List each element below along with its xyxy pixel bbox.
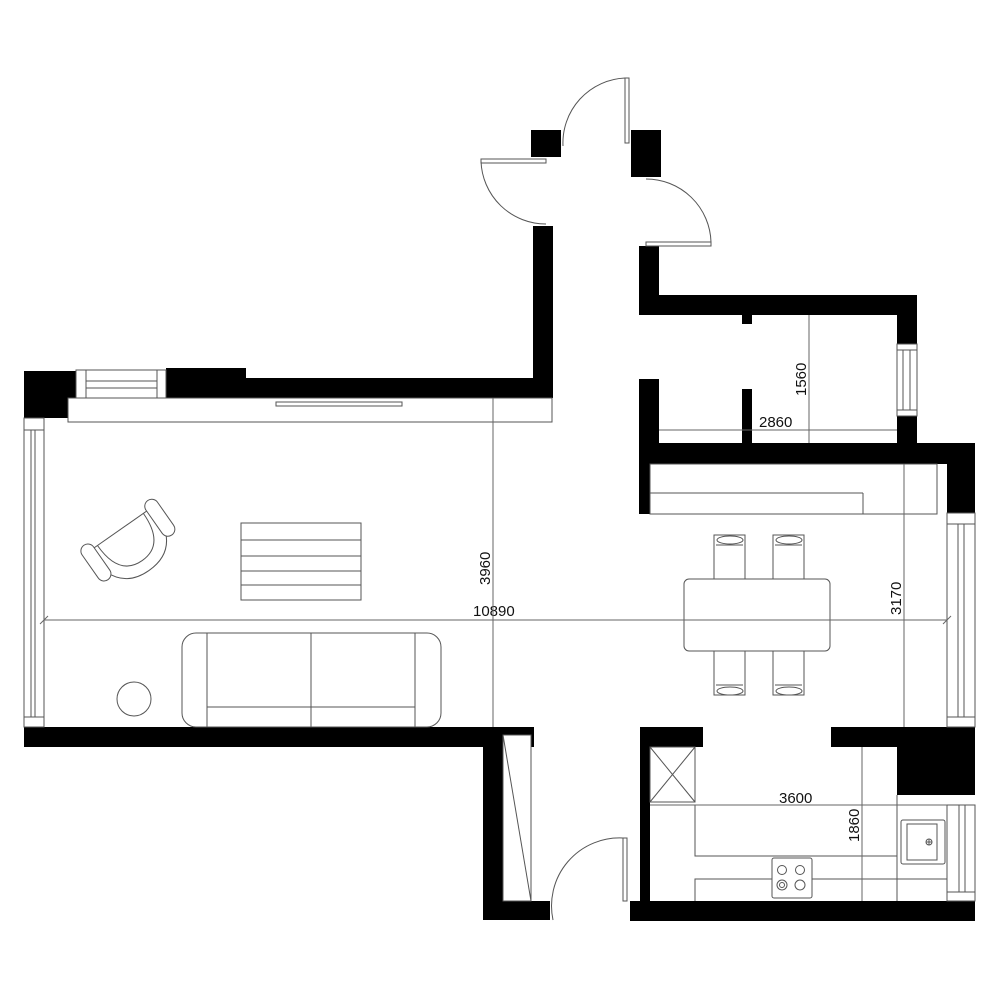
doors xyxy=(480,77,712,921)
wall-segment xyxy=(483,727,503,920)
dimension-kitchen-width: 3600 xyxy=(779,790,812,807)
counter xyxy=(694,878,947,901)
dimension-kitchen-depth: 1860 xyxy=(846,809,863,842)
wall-segment xyxy=(630,901,975,921)
wall-segment xyxy=(533,226,553,398)
wall-segment xyxy=(742,315,752,324)
dining-chair[interactable] xyxy=(772,534,805,580)
wall-segment xyxy=(640,727,650,920)
dimension-living-length: 10890 xyxy=(473,603,515,620)
dimension-living-width: 3960 xyxy=(477,552,494,585)
dimension-lines: 10890 3960 2860 1560 3170 3600 1860 xyxy=(39,315,952,901)
wall-segment xyxy=(24,727,534,747)
side-table[interactable] xyxy=(116,681,152,717)
wall-segment xyxy=(639,443,975,464)
tv-icon xyxy=(275,401,403,407)
wall-segment xyxy=(24,371,76,418)
sink-icon[interactable] xyxy=(900,819,946,865)
wall-segment xyxy=(742,389,752,446)
wall-segment xyxy=(639,295,917,315)
living-room xyxy=(67,397,553,728)
window-icon xyxy=(75,369,167,399)
closet[interactable] xyxy=(502,734,532,902)
sofa[interactable] xyxy=(181,632,442,728)
dining-chair[interactable] xyxy=(713,534,746,580)
wall-segment xyxy=(947,443,975,513)
window-icon xyxy=(896,343,918,417)
walls xyxy=(24,130,975,921)
dimension-bedroom-depth: 1560 xyxy=(793,363,810,396)
window-icon xyxy=(946,512,976,728)
cooktop-icon[interactable] xyxy=(771,857,813,899)
door-swing-icon[interactable] xyxy=(645,178,712,247)
window-icon xyxy=(23,417,45,728)
window-icon xyxy=(946,804,976,902)
counter xyxy=(694,805,897,857)
windows xyxy=(23,343,976,902)
wall-segment xyxy=(640,727,703,747)
door-swing-icon[interactable] xyxy=(480,158,547,225)
dimension-bedroom-width: 2860 xyxy=(759,414,792,431)
door-swing-icon[interactable] xyxy=(562,77,630,147)
dining-table[interactable] xyxy=(683,578,831,652)
kitchen xyxy=(649,746,947,901)
wall-segment xyxy=(531,130,561,157)
wall-segment xyxy=(631,130,661,177)
dining-chair[interactable] xyxy=(772,650,805,696)
wall-segment xyxy=(897,295,917,344)
built-in-counter xyxy=(649,463,938,515)
wall-segment xyxy=(897,727,975,795)
dimension-dining-depth: 3170 xyxy=(888,582,905,615)
armchair[interactable] xyxy=(78,497,187,597)
coffee-table[interactable] xyxy=(240,522,362,601)
wall-segment xyxy=(166,378,552,398)
dining-chair[interactable] xyxy=(713,650,746,696)
wall-segment xyxy=(897,416,917,446)
dining-area xyxy=(683,534,831,696)
door-swing-icon[interactable] xyxy=(551,837,628,921)
fridge[interactable] xyxy=(649,746,696,803)
wall-segment xyxy=(483,901,550,920)
